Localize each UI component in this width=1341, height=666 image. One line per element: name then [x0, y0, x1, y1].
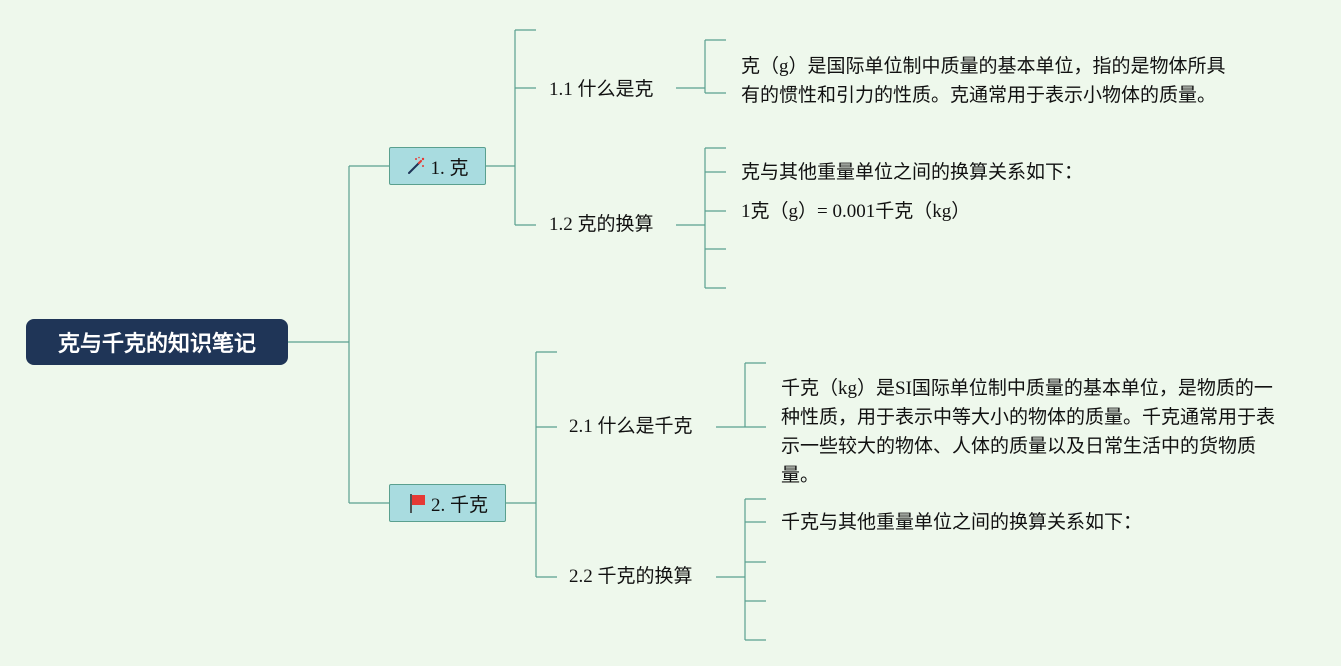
branch-topic-label: 2. 千克 [430, 494, 488, 516]
root-topic-label: 克与千克的知识笔记 [57, 332, 256, 357]
subtopic-label: 2.2 千克的换算 [569, 566, 693, 587]
note-text: 千克与其他重量单位之间的换算关系如下： [781, 512, 1143, 533]
root-topic[interactable]: 克与千克的知识笔记 [26, 319, 288, 365]
note-gram-conversion-formula[interactable]: 1克（g）= 0.001千克（kg） [741, 197, 1261, 226]
note-text: 千克（kg）是SI国际单位制中质量的基本单位，是物质的一种性质，用于表示中等大小… [781, 378, 1276, 486]
subtopic-label: 1.2 克的换算 [549, 214, 654, 235]
branch-topic-gram[interactable]: 1. 克 [389, 147, 486, 185]
branch-topic-label: 1. 克 [430, 157, 469, 179]
subtopic-label: 2.1 什么是千克 [569, 416, 693, 437]
branch-topic-kilogram[interactable]: 2. 千克 [389, 484, 506, 522]
note-kilogram-definition[interactable]: 千克（kg）是SI国际单位制中质量的基本单位，是物质的一种性质，用于表示中等大小… [781, 374, 1287, 490]
note-text: 克与其他重量单位之间的换算关系如下： [741, 162, 1084, 183]
red-flag-icon [407, 492, 427, 514]
note-gram-conversion-intro[interactable]: 克与其他重量单位之间的换算关系如下： [741, 158, 1261, 187]
note-gram-definition[interactable]: 克（g）是国际单位制中质量的基本单位，指的是物体所具有的惯性和引力的性质。克通常… [741, 52, 1237, 110]
subtopic-label: 1.1 什么是克 [549, 79, 654, 100]
subtopic-kilogram-conversion[interactable]: 2.2 千克的换算 [569, 564, 693, 590]
note-text: 克（g）是国际单位制中质量的基本单位，指的是物体所具有的惯性和引力的性质。克通常… [741, 56, 1226, 106]
subtopic-what-is-kilogram[interactable]: 2.1 什么是千克 [569, 414, 693, 440]
note-kilogram-conversion-intro[interactable]: 千克与其他重量单位之间的换算关系如下： [781, 508, 1301, 537]
magic-wand-icon [406, 156, 426, 176]
subtopic-gram-conversion[interactable]: 1.2 克的换算 [549, 212, 654, 238]
subtopic-what-is-gram[interactable]: 1.1 什么是克 [549, 77, 654, 103]
note-text: 1克（g）= 0.001千克（kg） [741, 201, 971, 222]
